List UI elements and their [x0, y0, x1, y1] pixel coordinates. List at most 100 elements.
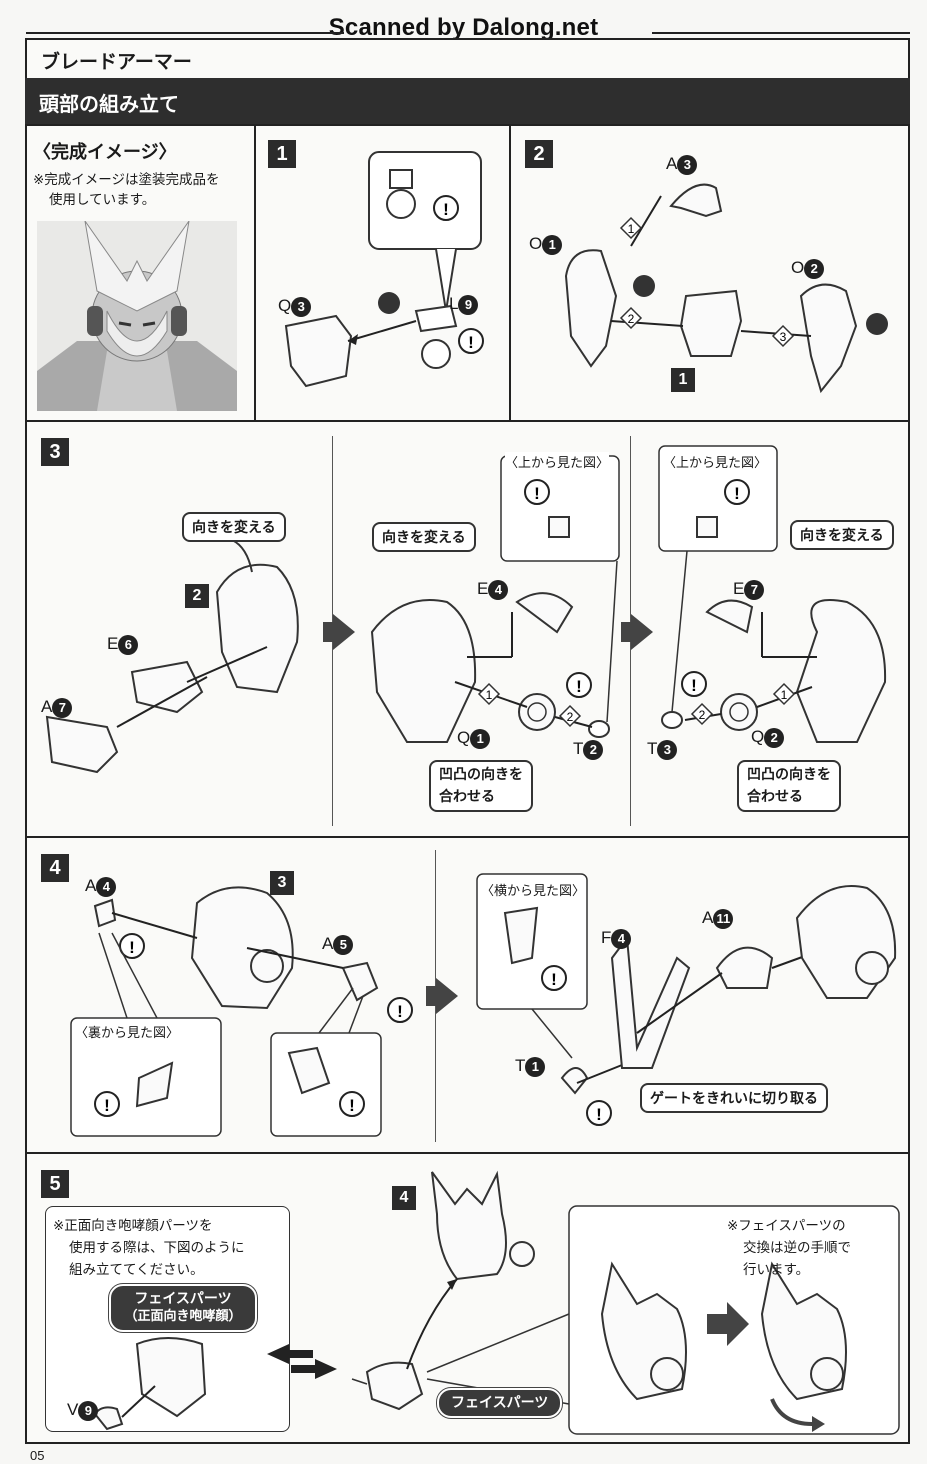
part-number-badge: 2 — [804, 258, 825, 279]
svg-text:!: ! — [104, 1096, 110, 1115]
next-arrow-3-stem — [426, 986, 436, 1006]
step-4-ref: 3 — [270, 871, 294, 895]
manual-title: ブレードアーマー — [25, 38, 910, 78]
step-4-diagram: ! ! ! ! ! ! — [70, 873, 897, 1137]
part-letter: A — [666, 154, 678, 173]
preview-panel: 〈完成イメージ〉 ※完成イメージは塗装完成品を 使用しています。 — [25, 124, 256, 422]
watermark-text: Scanned by Dalong.net — [328, 14, 599, 41]
svg-text:1: 1 — [628, 222, 635, 236]
step-5-note-1: ※正面向き咆哮顔パーツを — [53, 1218, 213, 1234]
part-letter: A — [702, 908, 714, 927]
gate-callout: ゲートをきれいに切り取る — [640, 1083, 828, 1113]
step-3-ref: 2 — [185, 584, 209, 608]
part-letter: E — [477, 579, 489, 598]
svg-text:1: 1 — [781, 688, 788, 702]
part-number-badge: 7 — [52, 697, 73, 718]
part-number-badge: 3 — [677, 154, 698, 175]
side-view-label: 〈横から見た図〉 — [481, 880, 586, 899]
part-letter: V — [67, 1400, 79, 1419]
watermark-rule-right — [652, 32, 910, 34]
align-callout-right: 凹凸の向きを 合わせる — [737, 760, 841, 812]
step-2-number: 2 — [525, 140, 553, 168]
preview-note-1: ※完成イメージは塗装完成品を — [33, 172, 220, 188]
part-number-badge: 2 — [583, 739, 604, 760]
svg-text:2: 2 — [567, 710, 574, 724]
part-letter: O — [529, 234, 543, 253]
svg-text:!: ! — [534, 484, 540, 503]
part-letter: E — [107, 634, 119, 653]
part-number-badge: 11 — [713, 908, 734, 929]
align-line-2: 合わせる — [747, 789, 803, 805]
back-view-label: 〈裏から見た図〉 — [75, 1022, 180, 1041]
step-1-diagram: ! ! — [284, 151, 484, 388]
part-number-badge: 3 — [291, 296, 312, 317]
svg-text:!: ! — [397, 1002, 403, 1021]
part-letter: A — [41, 697, 53, 716]
svg-text:!: ! — [576, 677, 582, 696]
part-letter: O — [791, 258, 805, 277]
align-line-1: 凹凸の向きを — [747, 767, 831, 783]
part-letter: L — [449, 294, 459, 313]
svg-text:!: ! — [734, 484, 740, 503]
svg-text:!: ! — [443, 200, 449, 219]
next-arrow-1-stem — [323, 622, 333, 642]
face-label-line-1: フェイスパーツ — [134, 1291, 232, 1307]
align-line-1: 凹凸の向きを — [439, 767, 523, 783]
part-number-badge: 4 — [611, 928, 632, 949]
svg-text:!: ! — [596, 1105, 602, 1124]
part-letter: F — [601, 928, 612, 947]
svg-text:1: 1 — [486, 688, 493, 702]
part-number-badge: 6 — [118, 634, 139, 655]
align-callout-mid: 凹凸の向きを 合わせる — [429, 760, 533, 812]
part-letter: A — [85, 876, 97, 895]
page-number: 05 — [30, 1448, 45, 1463]
turn-callout-left: 向きを変える — [182, 512, 286, 542]
part-number-badge: 2 — [764, 727, 785, 748]
step-5-diagram — [93, 1170, 900, 1435]
svg-text:!: ! — [691, 676, 697, 695]
part-letter: T — [515, 1056, 526, 1075]
svg-text:2: 2 — [628, 312, 635, 326]
part-number-badge: 3 — [657, 739, 678, 760]
step-5-note-3: 組み立ててください。 — [69, 1262, 204, 1278]
svg-text:!: ! — [468, 333, 474, 352]
next-arrow-2 — [631, 614, 653, 650]
swap-note-1: ※フェイスパーツの — [727, 1218, 846, 1234]
svg-text:!: ! — [129, 938, 135, 957]
svg-text:!: ! — [349, 1096, 355, 1115]
section-title: 頭部の組み立て — [25, 78, 910, 124]
part-number-badge: 4 — [488, 579, 509, 600]
step-5-number: 5 — [41, 1170, 69, 1198]
step-5-note-2: 使用する際は、下図のように — [69, 1240, 245, 1256]
part-number-badge: 1 — [525, 1056, 546, 1077]
step-4-panel: 4 ! ! ! ! ! ! — [25, 836, 910, 1154]
next-arrow-2-stem — [621, 622, 631, 642]
step-1-number: 1 — [268, 140, 296, 168]
part-letter: A — [322, 934, 334, 953]
step-4-number: 4 — [41, 854, 69, 882]
top-view-label-right: 〈上から見た図〉 — [663, 452, 768, 471]
part-letter: T — [647, 739, 658, 758]
preview-note-2: 使用しています。 — [49, 192, 156, 208]
part-number-badge: 1 — [542, 234, 563, 255]
part-letter: Q — [278, 296, 292, 315]
part-number-badge: 9 — [78, 1400, 99, 1421]
part-letter: E — [733, 579, 745, 598]
part-letter: T — [573, 739, 584, 758]
align-line-2: 合わせる — [439, 789, 495, 805]
step-3-number: 3 — [41, 438, 69, 466]
part-letter: Q — [457, 728, 471, 747]
